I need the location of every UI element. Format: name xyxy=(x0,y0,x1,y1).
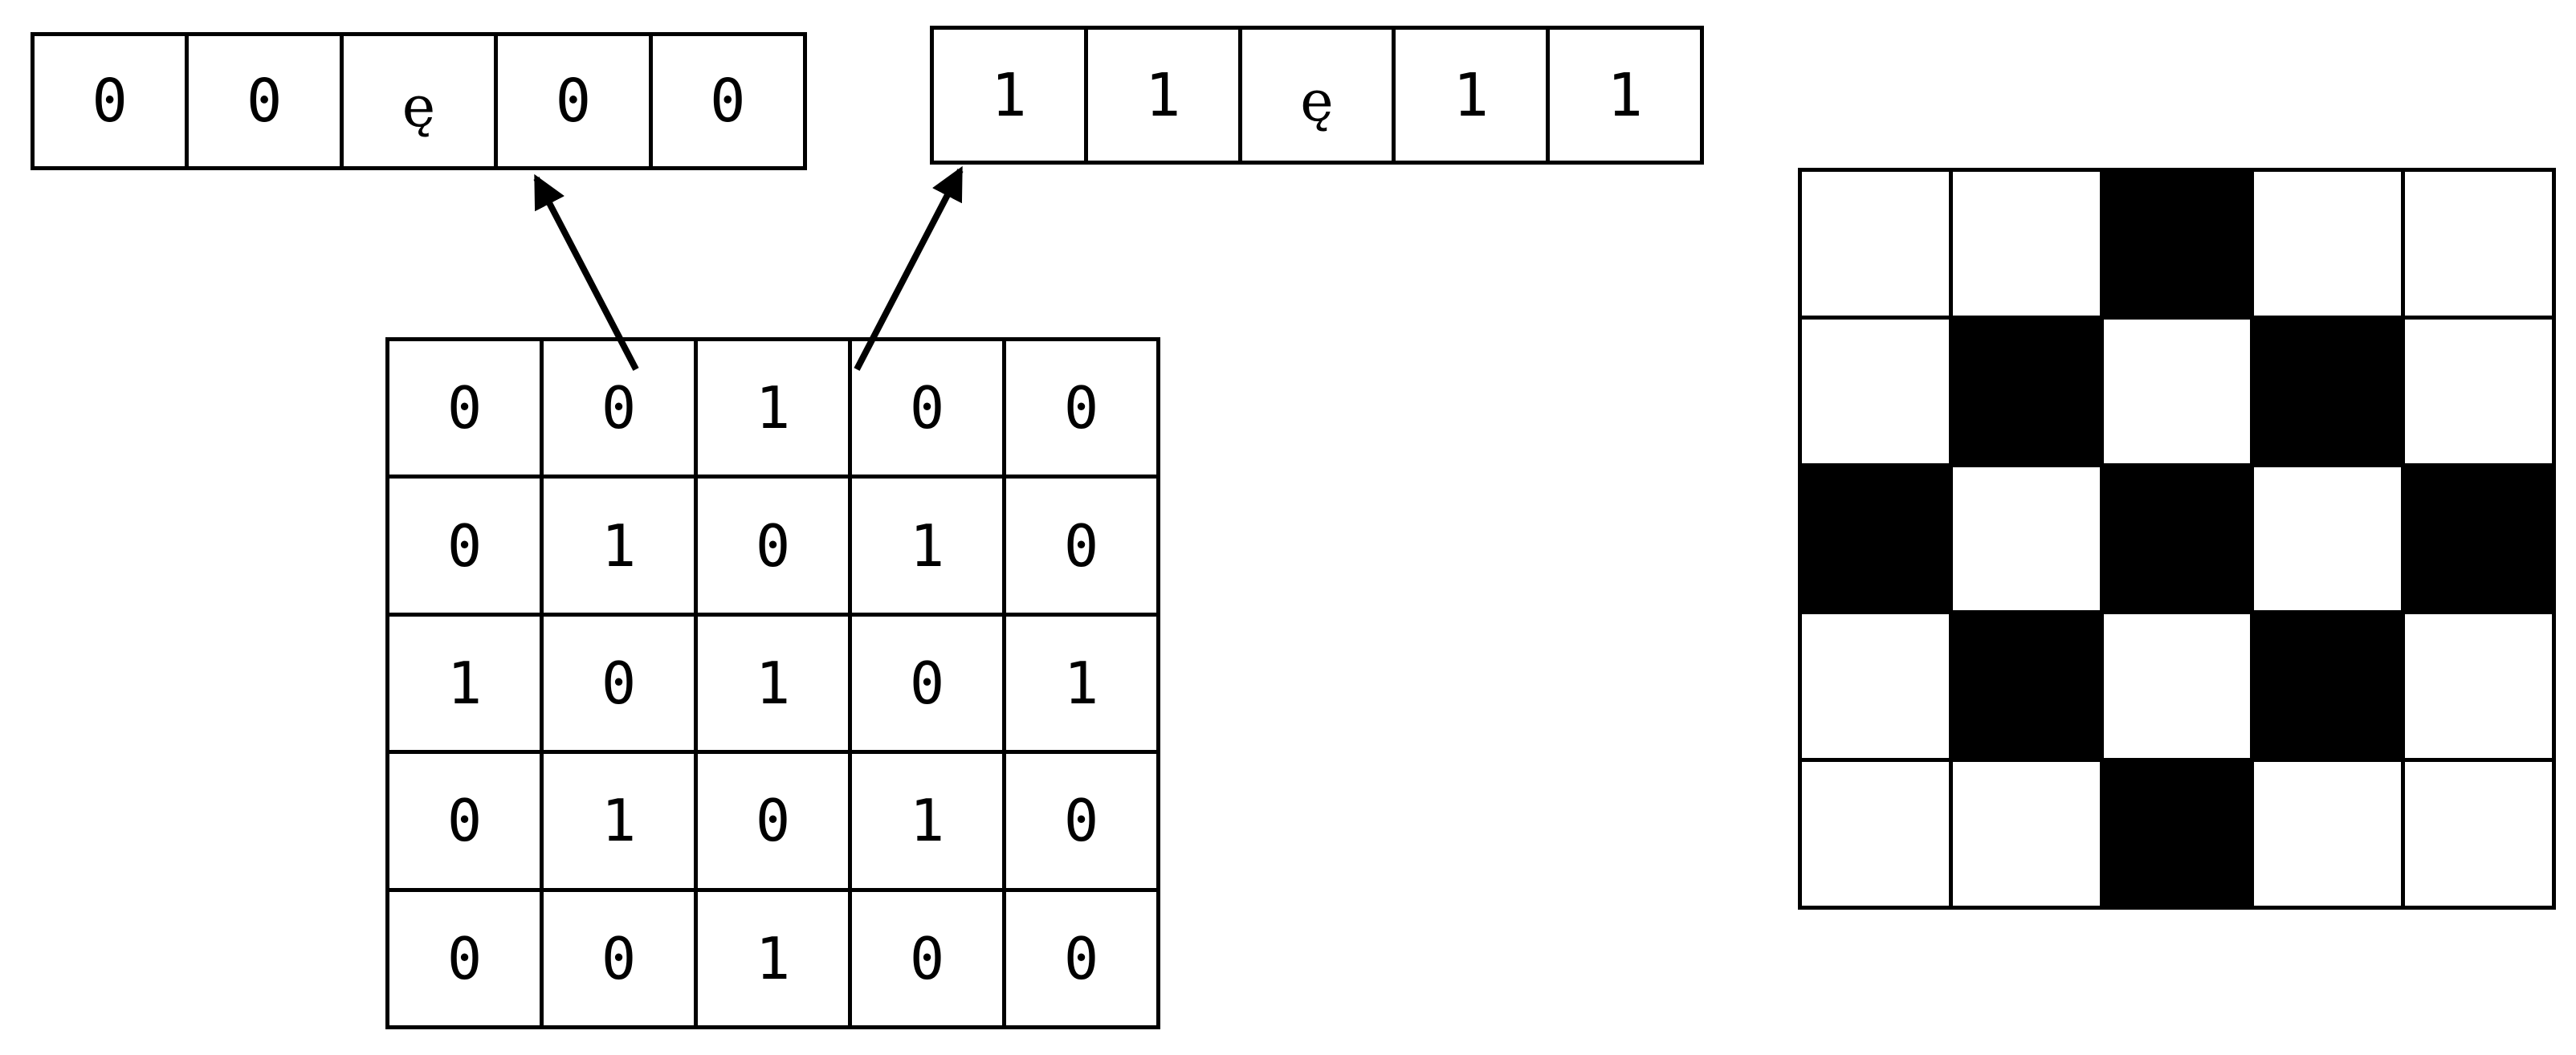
vector-right-cell-3: 1 xyxy=(1396,30,1547,161)
bitmap-cell-2-4 xyxy=(2405,466,2552,611)
matrix-cell-0-0: 0 xyxy=(389,341,540,475)
matrix-cell-3-2: 0 xyxy=(698,754,848,888)
vector-left-cell-1: 0 xyxy=(189,36,340,166)
binary-matrix: 0 0 1 0 0 0 1 0 1 0 1 0 1 0 1 0 1 0 1 0 … xyxy=(385,337,1160,1029)
bitmap-cell-4-4 xyxy=(2405,762,2552,906)
matrix-cell-1-3: 1 xyxy=(852,479,1002,613)
matrix-cell-4-0: 0 xyxy=(389,891,540,1025)
bitmap-cell-1-2 xyxy=(2103,319,2251,463)
vector-left-cell-0: 0 xyxy=(35,36,185,166)
bitmap-cell-4-0 xyxy=(1802,762,1949,906)
bitmap-cell-3-2 xyxy=(2103,614,2251,759)
bitmap-cell-1-0 xyxy=(1802,319,1949,463)
bitmap-cell-1-4 xyxy=(2405,319,2552,463)
matrix-cell-1-1: 1 xyxy=(544,479,694,613)
bitmap-cell-4-1 xyxy=(1952,762,2100,906)
vector-right-cell-4: 1 xyxy=(1550,30,1700,161)
row-vector-zeros: 0 0 ę 0 0 xyxy=(31,32,807,170)
matrix-cell-3-4: 0 xyxy=(1006,754,1156,888)
vector-left-cell-4: 0 xyxy=(652,36,803,166)
bitmap-cell-2-3 xyxy=(2254,466,2402,611)
matrix-cell-4-3: 0 xyxy=(852,891,1002,1025)
bitmap-cell-4-3 xyxy=(2254,762,2402,906)
matrix-cell-2-4: 1 xyxy=(1006,616,1156,751)
bitmap-cell-1-3 xyxy=(2254,319,2402,463)
matrix-cell-0-4: 0 xyxy=(1006,341,1156,475)
vector-left-cell-3: 0 xyxy=(498,36,649,166)
row-vector-ones: 1 1 ę 1 1 xyxy=(930,26,1704,165)
bitmap-cell-2-1 xyxy=(1952,466,2100,611)
matrix-cell-2-3: 0 xyxy=(852,616,1002,751)
vector-left-cell-2: ę xyxy=(343,36,495,166)
bitmap-cell-0-2 xyxy=(2103,172,2251,316)
matrix-cell-1-4: 0 xyxy=(1006,479,1156,613)
matrix-cell-4-2: 1 xyxy=(698,891,848,1025)
matrix-cell-0-1: 0 xyxy=(544,341,694,475)
bitmap-cell-3-4 xyxy=(2405,614,2552,759)
matrix-cell-1-2: 0 xyxy=(698,479,848,613)
matrix-cell-0-3: 0 xyxy=(852,341,1002,475)
bitmap-cell-0-0 xyxy=(1802,172,1949,316)
vector-right-cell-0: 1 xyxy=(934,30,1084,161)
matrix-cell-3-0: 0 xyxy=(389,754,540,888)
matrix-cell-4-1: 0 xyxy=(544,891,694,1025)
bitmap-cell-1-1 xyxy=(1952,319,2100,463)
bitmap-cell-2-0 xyxy=(1802,466,1949,611)
vector-right-cell-2: ę xyxy=(1241,30,1392,161)
binary-bitmap xyxy=(1798,168,2556,910)
matrix-cell-3-3: 1 xyxy=(852,754,1002,888)
matrix-cell-0-2: 1 xyxy=(698,341,848,475)
bitmap-cell-3-3 xyxy=(2254,614,2402,759)
matrix-cell-2-1: 0 xyxy=(544,616,694,751)
bitmap-cell-3-1 xyxy=(1952,614,2100,759)
vector-right-cell-1: 1 xyxy=(1087,30,1238,161)
bitmap-cell-4-2 xyxy=(2103,762,2251,906)
bitmap-cell-0-4 xyxy=(2405,172,2552,316)
bitmap-cell-2-2 xyxy=(2103,466,2251,611)
bitmap-cell-0-3 xyxy=(2254,172,2402,316)
matrix-cell-4-4: 0 xyxy=(1006,891,1156,1025)
matrix-cell-2-2: 1 xyxy=(698,616,848,751)
bitmap-cell-0-1 xyxy=(1952,172,2100,316)
matrix-cell-2-0: 1 xyxy=(389,616,540,751)
bitmap-cell-3-0 xyxy=(1802,614,1949,759)
matrix-cell-3-1: 1 xyxy=(544,754,694,888)
matrix-cell-1-0: 0 xyxy=(389,479,540,613)
